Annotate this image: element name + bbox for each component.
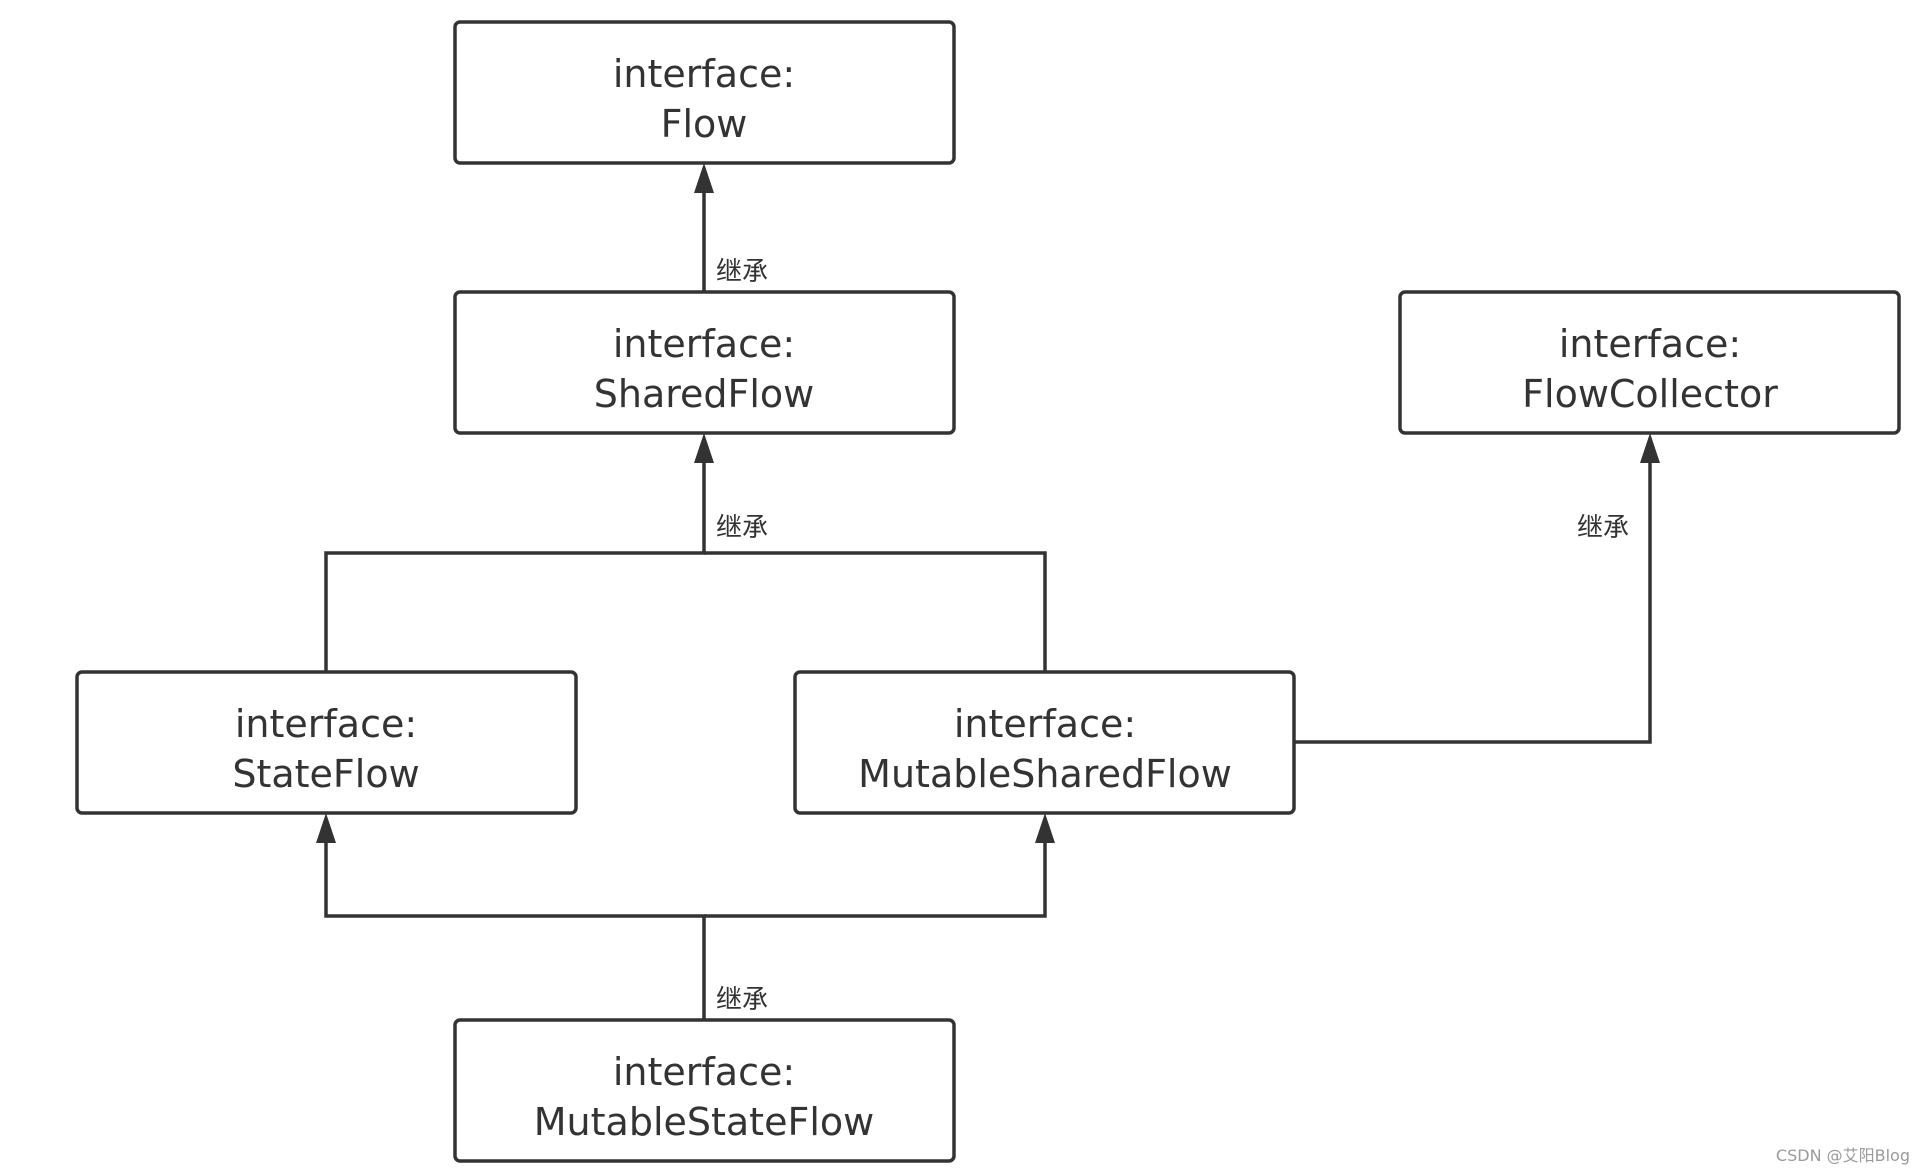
edge-mutablestateflow-to-stateflow: 继承 (316, 813, 768, 1020)
edge-label: 继承 (1577, 513, 1629, 543)
watermark: CSDN @艾阳Blog (1775, 1146, 1910, 1165)
node-kind-label: interface: (235, 702, 417, 746)
edge-stateflow-to-sharedflow: 继承 (324, 433, 768, 672)
node-name-label: StateFlow (232, 752, 419, 796)
node-name-label: FlowCollector (1522, 372, 1778, 416)
edges: 继承 继承 继承 继承 (316, 163, 1660, 1020)
node-mutablestateflow: interface: MutableStateFlow (453, 1018, 956, 1163)
edge-label: 继承 (716, 513, 768, 543)
node-flowcollector: interface: FlowCollector (1398, 290, 1901, 435)
nodes: interface: Flow interface: SharedFlow in… (75, 20, 1901, 1163)
node-mutablesharedflow: interface: MutableSharedFlow (793, 670, 1296, 815)
node-name-label: SharedFlow (594, 372, 815, 416)
edge-mutablestateflow-to-mutablesharedflow (704, 813, 1055, 918)
node-flow: interface: Flow (453, 20, 956, 165)
edge-sharedflow-to-flow: 继承 (694, 163, 768, 292)
connector-line (1295, 460, 1652, 744)
node-kind-label: interface: (613, 52, 795, 96)
node-kind-label: interface: (613, 322, 795, 366)
node-box (453, 20, 956, 165)
arrowhead (694, 163, 714, 193)
node-box (1398, 290, 1901, 435)
node-box (75, 670, 578, 815)
node-name-label: MutableStateFlow (534, 1100, 874, 1144)
node-stateflow: interface: StateFlow (75, 670, 578, 815)
connector-line (324, 840, 706, 1020)
edge-mutablesharedflow-to-sharedflow (704, 551, 1047, 672)
connector-line (704, 551, 1047, 672)
node-sharedflow: interface: SharedFlow (453, 290, 956, 435)
edge-mutablesharedflow-to-flowcollector: 继承 (1295, 433, 1660, 744)
arrowhead (694, 433, 714, 463)
node-name-label: MutableSharedFlow (858, 752, 1232, 796)
node-kind-label: interface: (613, 1050, 795, 1094)
connector-line (704, 840, 1047, 918)
node-name-label: Flow (661, 102, 748, 146)
arrowhead (316, 813, 336, 843)
node-box (453, 1018, 956, 1163)
node-box (793, 670, 1296, 815)
arrowhead (1640, 433, 1660, 463)
edge-label: 继承 (716, 257, 768, 287)
connector-line (324, 460, 706, 672)
edge-label: 继承 (716, 985, 768, 1015)
arrowhead (1035, 813, 1055, 843)
node-kind-label: interface: (1559, 322, 1741, 366)
node-kind-label: interface: (954, 702, 1136, 746)
node-box (453, 290, 956, 435)
